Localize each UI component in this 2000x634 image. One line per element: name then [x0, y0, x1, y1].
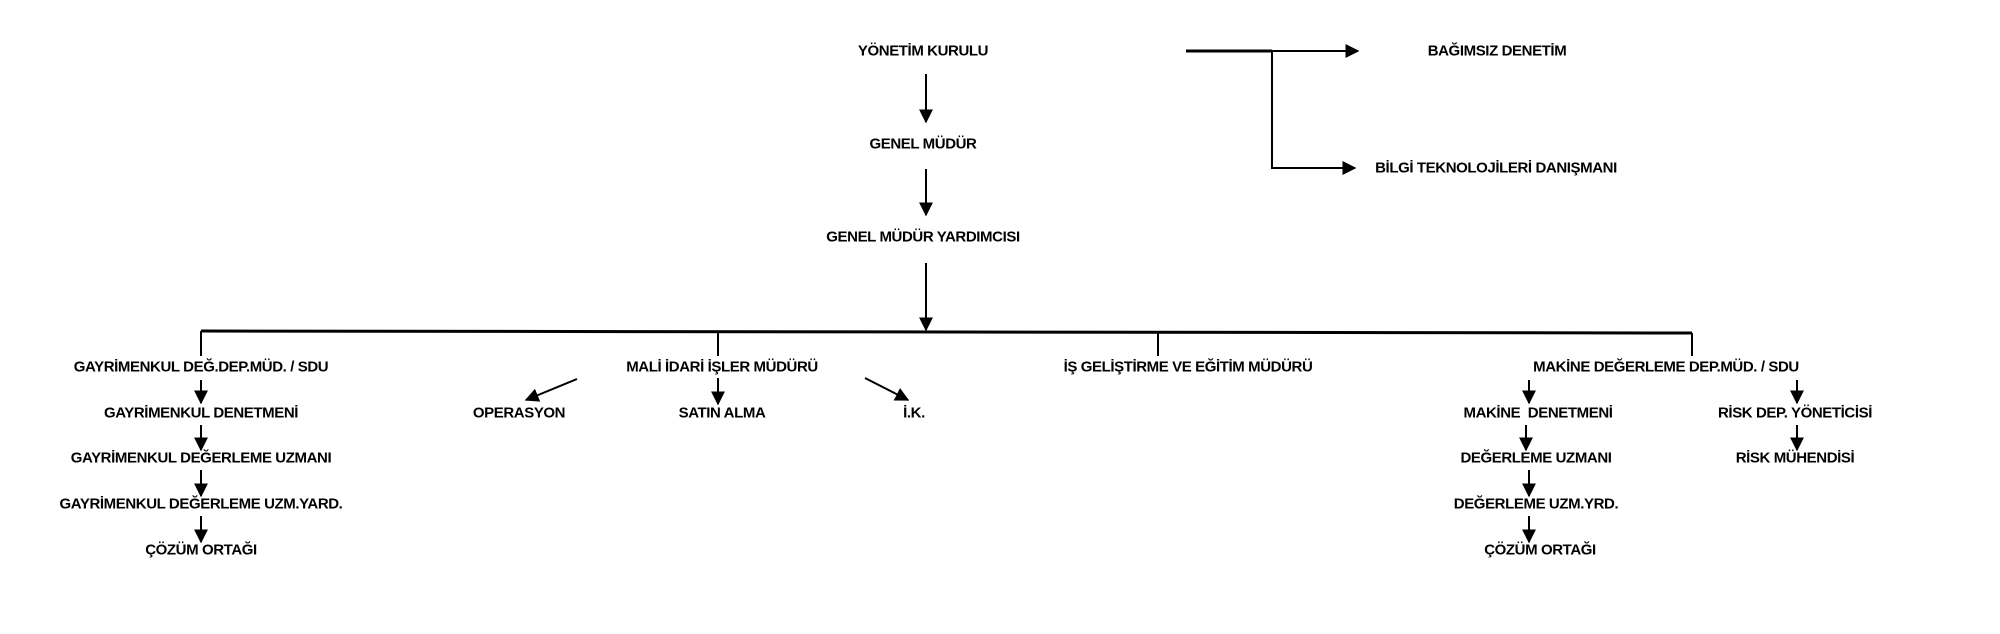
main-bus-line — [200, 329, 1693, 335]
node-it-consultant: BİLGİ TEKNOLOJİLERİ DANIŞMANI — [1375, 159, 1617, 177]
node-general-manager: GENEL MÜDÜR — [869, 135, 977, 153]
node-real-estate-item: GAYRİMENKUL DEĞERLEME UZMANI — [70, 449, 332, 467]
node-machine-head: MAKİNE DEĞERLEME DEP.MÜD. / SDU — [1533, 358, 1799, 376]
arrow-operasyon — [524, 378, 578, 402]
node-admin-head: MALİ İDARİ İŞLER MÜDÜRÜ — [626, 358, 818, 376]
arrow-it — [1271, 51, 1357, 175]
node-risk-manager: RİSK DEP. YÖNETİCİSİ — [1718, 404, 1872, 422]
node-machine-item: DEĞERLEME UZM.YRD. — [1453, 495, 1619, 513]
node-real-estate-item: GAYRİMENKUL DEĞERLEME UZM.YARD. — [59, 495, 343, 513]
node-machine-item: ÇÖZÜM ORTAĞI — [1484, 541, 1596, 559]
node-bizdev-head: İŞ GELİŞTİRME VE EĞİTİM MÜDÜRÜ — [1063, 358, 1313, 376]
node-deputy-gm: GENEL MÜDÜR YARDIMCISI — [826, 228, 1020, 246]
node-real-estate-item: ÇÖZÜM ORTAĞI — [145, 541, 257, 559]
node-hr: İ.K. — [903, 404, 925, 422]
node-machine-item: MAKİNE DENETMENİ — [1463, 404, 1613, 422]
node-independent-audit: BAĞIMSIZ DENETİM — [1427, 42, 1567, 60]
node-board: YÖNETİM KURULU — [857, 42, 989, 60]
node-operations: OPERASYON — [472, 404, 566, 422]
node-real-estate-item: GAYRİMENKUL DENETMENİ — [103, 404, 299, 422]
node-risk-engineer: RİSK MÜHENDİSİ — [1735, 449, 1855, 467]
arrow-ik — [864, 377, 910, 401]
node-machine-item: DEĞERLEME UZMANI — [1460, 449, 1612, 467]
node-purchasing: SATIN ALMA — [678, 404, 766, 422]
node-real-estate-head: GAYRİMENKUL DEĞ.DEP.MÜD. / SDU — [73, 358, 329, 376]
